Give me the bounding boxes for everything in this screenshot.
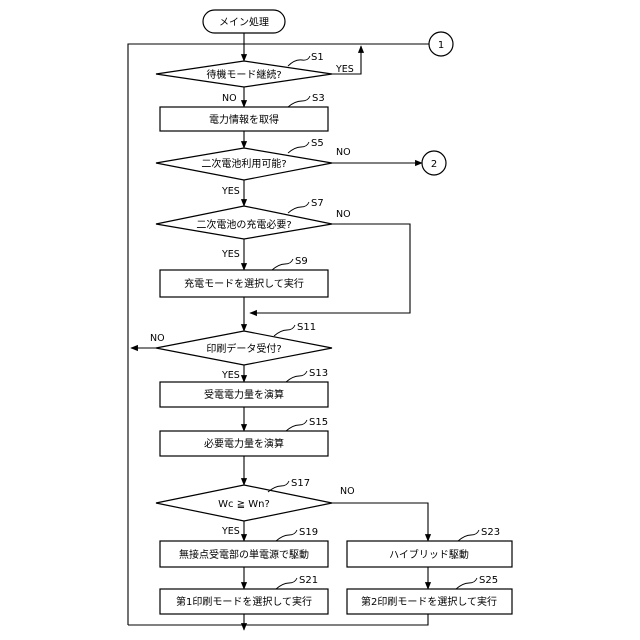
step-id-s11: S11 <box>297 322 316 333</box>
connector-1: 1 <box>429 32 453 56</box>
line-s17-no <box>332 503 428 541</box>
step-id-s21: S21 <box>299 575 318 586</box>
branch-s11-no: NO <box>150 333 165 344</box>
step-id-s3: S3 <box>312 93 325 104</box>
step-id-s15: S15 <box>309 417 328 428</box>
process-s25-label: 第2印刷モードを選択して実行 <box>361 595 497 608</box>
branch-s17-no: NO <box>340 486 355 497</box>
step-id-s9: S9 <box>295 256 308 267</box>
step-id-s13: S13 <box>309 368 328 379</box>
branch-labels: YES NO NO YES NO YES NO YES NO YES <box>150 64 355 537</box>
line-s25-return <box>128 614 428 625</box>
start-label: メイン処理 <box>219 16 269 29</box>
leader-s5 <box>288 142 309 153</box>
decision-s17-label: Wc ≧ Wn? <box>218 499 270 510</box>
leader-s19 <box>276 530 297 541</box>
process-s15-label: 必要電力量を演算 <box>204 437 284 450</box>
step-id-s19: S19 <box>299 527 318 538</box>
step-id-s23: S23 <box>481 527 500 538</box>
leader-s3 <box>288 96 310 107</box>
step-id-s17: S17 <box>291 478 310 489</box>
leader-s9 <box>272 259 293 270</box>
leader-s25 <box>456 578 477 589</box>
leader-s21 <box>276 578 297 589</box>
leader-s11 <box>274 325 295 336</box>
step-id-s5: S5 <box>311 138 324 149</box>
process-s3: 電力情報を取得 <box>160 107 328 131</box>
decision-s11-label: 印刷データ受付? <box>206 342 281 355</box>
decision-s1: 待機モード継続? <box>156 61 332 87</box>
leader-s7 <box>288 202 309 213</box>
branch-s1-yes: YES <box>335 64 354 75</box>
connector-1-label: 1 <box>438 40 444 51</box>
step-id-s7: S7 <box>311 198 324 209</box>
branch-s5-yes: YES <box>221 186 240 197</box>
process-s23: ハイブリッド駆動 <box>347 541 512 567</box>
branch-s7-yes: YES <box>221 249 240 260</box>
process-s21: 第1印刷モードを選択して実行 <box>160 589 328 614</box>
process-s3-label: 電力情報を取得 <box>209 113 279 126</box>
branch-s1-no: NO <box>222 93 237 104</box>
process-s13-label: 受電電力量を演算 <box>204 388 284 401</box>
leader-s13 <box>286 371 307 382</box>
process-s23-label: ハイブリッド駆動 <box>389 548 469 561</box>
process-s15: 必要電力量を演算 <box>160 431 328 456</box>
decision-s7: 二次電池の充電必要? <box>156 206 332 239</box>
process-s21-label: 第1印刷モードを選択して実行 <box>176 595 312 608</box>
leader-s15 <box>286 420 307 431</box>
process-s19-label: 無接点受電部の単電源で駆動 <box>179 548 309 561</box>
connector-2: 2 <box>422 151 446 175</box>
step-id-s1: S1 <box>311 52 324 63</box>
branch-s11-yes: YES <box>221 370 240 381</box>
branch-s7-no: NO <box>336 209 351 220</box>
decision-s17: Wc ≧ Wn? <box>156 485 332 521</box>
decision-s11: 印刷データ受付? <box>156 331 332 365</box>
process-s9-label: 充電モードを選択して実行 <box>184 277 304 290</box>
leader-s23 <box>458 530 479 541</box>
decision-s1-label: 待機モード継続? <box>206 68 281 81</box>
start-terminal: メイン処理 <box>203 10 285 33</box>
branch-s5-no: NO <box>336 147 351 158</box>
connector-2-label: 2 <box>431 159 437 170</box>
decision-s5-label: 二次電池利用可能? <box>201 157 286 170</box>
decision-s7-label: 二次電池の充電必要? <box>196 218 291 231</box>
leader-s1 <box>288 56 310 66</box>
process-s9: 充電モードを選択して実行 <box>160 270 328 297</box>
decision-s5: 二次電池利用可能? <box>156 148 332 180</box>
process-s13: 受電電力量を演算 <box>160 382 328 407</box>
step-id-s25: S25 <box>479 575 498 586</box>
process-s19: 無接点受電部の単電源で駆動 <box>160 541 328 567</box>
process-s25: 第2印刷モードを選択して実行 <box>347 589 512 614</box>
branch-s17-yes: YES <box>221 526 240 537</box>
